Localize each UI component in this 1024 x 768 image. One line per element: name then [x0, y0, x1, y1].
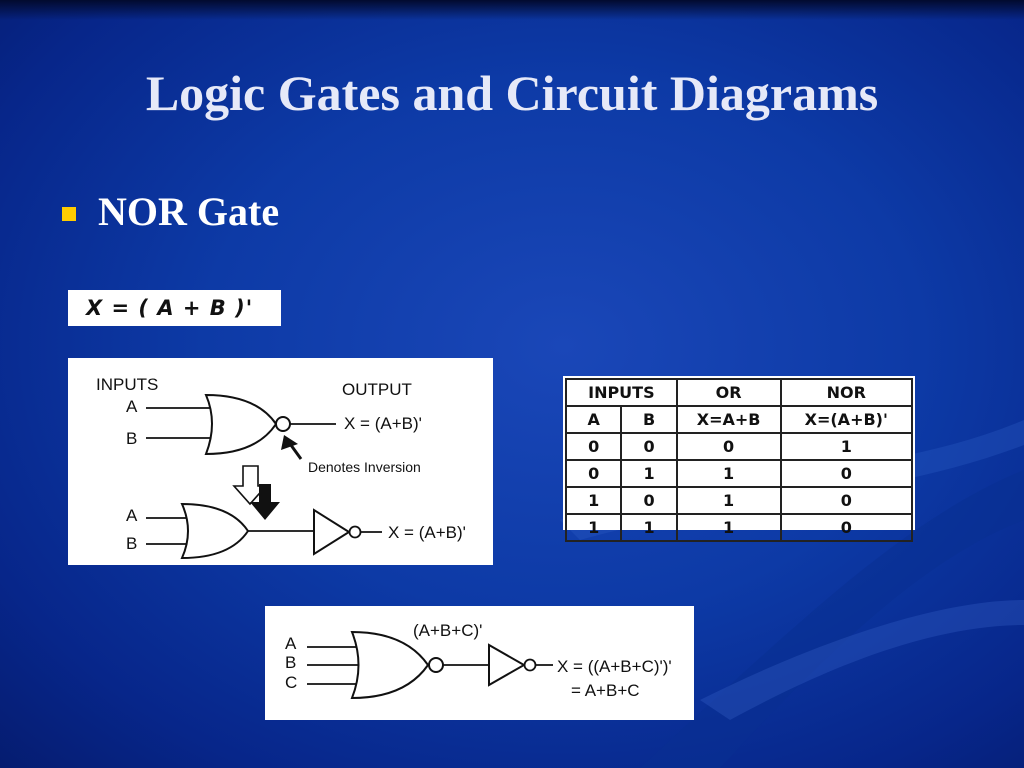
- table-cell: 0: [779, 486, 914, 515]
- table-cell: 1: [620, 459, 678, 488]
- output-expression: X = (A+B)': [344, 414, 422, 433]
- lower-input-b-label: B: [126, 534, 137, 553]
- lower-output-expression: X = (A+B)': [388, 523, 466, 542]
- lower-input-a-label: A: [126, 506, 138, 525]
- inversion-bubble: [275, 416, 291, 432]
- table-cell: 0: [779, 513, 914, 542]
- nor-truth-table: INPUTS OR NOR A B X=A+B X=(A+B)' 0 0 0 1…: [563, 376, 915, 542]
- table-cell: 0: [620, 486, 678, 515]
- inputs-label: INPUTS: [96, 375, 158, 394]
- header-nor: NOR: [779, 378, 914, 407]
- slide-title: Logic Gates and Circuit Diagrams: [145, 65, 879, 121]
- table-cell: 0: [564, 459, 623, 488]
- table-cell: 1: [779, 432, 914, 461]
- table-cell: 1: [675, 486, 782, 515]
- not-gate-symbol: [313, 508, 351, 556]
- table-cell: 1: [675, 459, 782, 488]
- input-c-label: C: [285, 673, 297, 692]
- subheader-nor-expr: X=(A+B)': [779, 405, 914, 434]
- output-simplified: = A+B+C: [571, 681, 640, 700]
- table-cell: 0: [675, 432, 782, 461]
- table-cell: 1: [675, 513, 782, 542]
- not-inversion-bubble: [523, 658, 537, 672]
- header-or: OR: [675, 378, 782, 407]
- transform-arrow-outline-icon: [232, 465, 268, 506]
- bullet-item: NOR Gate: [62, 188, 279, 235]
- top-shadow-band: [0, 0, 1024, 20]
- bullet-text: NOR Gate: [98, 189, 280, 234]
- table-subheader-row: A B X=A+B X=(A+B)': [564, 405, 914, 434]
- input-a-label: A: [285, 634, 297, 653]
- table-row: 1 1 1 0: [564, 513, 914, 542]
- output-label: OUTPUT: [342, 380, 412, 399]
- table-cell: 0: [779, 459, 914, 488]
- table-cell: 0: [564, 432, 623, 461]
- nor-gate-symbol: [350, 630, 430, 700]
- output-expression: X = ((A+B+C)')': [557, 657, 672, 676]
- table-header-row: INPUTS OR NOR: [565, 378, 914, 407]
- not-gate-symbol: [488, 643, 527, 687]
- subheader-or-expr: X=A+B: [675, 405, 782, 434]
- table-cell: 1: [564, 486, 623, 515]
- intermediate-expression: (A+B+C)': [413, 621, 482, 640]
- inversion-note: Denotes Inversion: [308, 459, 421, 475]
- table-cell: 0: [620, 432, 678, 461]
- table-row: 0 1 1 0: [564, 459, 914, 488]
- input-b-label: B: [126, 429, 137, 448]
- three-input-nor-diagram: A B C (A+B+C)' X = ((A+B+C)')' = A+B+C: [265, 606, 694, 720]
- not-inversion-bubble: [348, 525, 362, 539]
- input-a-label: A: [126, 397, 138, 416]
- table-cell: 1: [620, 513, 678, 542]
- or-gate-symbol: [180, 502, 250, 560]
- bullet-square-icon: [62, 206, 76, 221]
- subheader-b: B: [620, 405, 678, 434]
- nor-gate-diagram: INPUTS OUTPUT A B X = (A+B)' Denotes Inv…: [68, 358, 493, 565]
- table-row: 0 0 0 1: [564, 432, 914, 461]
- subheader-a: A: [564, 405, 623, 434]
- table-row: 1 0 1 0: [564, 486, 914, 515]
- nor-formula: X = ( A + B )': [68, 290, 281, 326]
- transform-arrow-solid-icon: [250, 484, 280, 520]
- inversion-arrow-icon: [281, 435, 298, 450]
- header-inputs: INPUTS: [565, 378, 678, 407]
- nor-gate-symbol: [204, 393, 278, 456]
- inversion-bubble: [428, 657, 444, 673]
- table-cell: 1: [564, 513, 623, 542]
- input-b-label: B: [285, 653, 296, 672]
